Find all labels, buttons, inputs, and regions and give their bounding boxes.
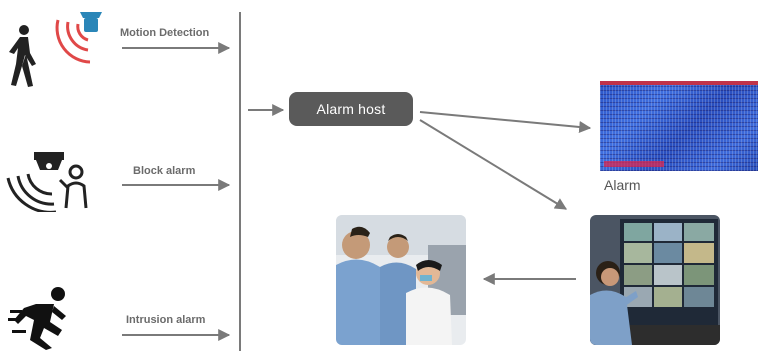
running-person-icon xyxy=(8,287,66,350)
police-arrest-photo xyxy=(336,215,466,345)
intrusion-alarm-label: Intrusion alarm xyxy=(126,314,206,326)
alarm-host-box: Alarm host xyxy=(289,92,413,126)
alarm-caption: Alarm xyxy=(604,177,641,193)
motion-detection-label: Motion Detection xyxy=(120,27,210,39)
arrow-host-to-monitoring xyxy=(419,119,568,210)
block-alarm-label: Block alarm xyxy=(133,165,196,177)
alarm-host-label: Alarm host xyxy=(316,101,386,117)
noise-red-corner xyxy=(604,161,664,167)
security-monitoring-photo xyxy=(590,215,720,345)
motion-sensor-icon xyxy=(9,12,102,87)
static-noise-image xyxy=(600,81,758,171)
camera-wave-icon xyxy=(6,152,88,212)
arrow-host-to-alarm xyxy=(419,111,592,133)
noise-red-band xyxy=(600,81,758,85)
